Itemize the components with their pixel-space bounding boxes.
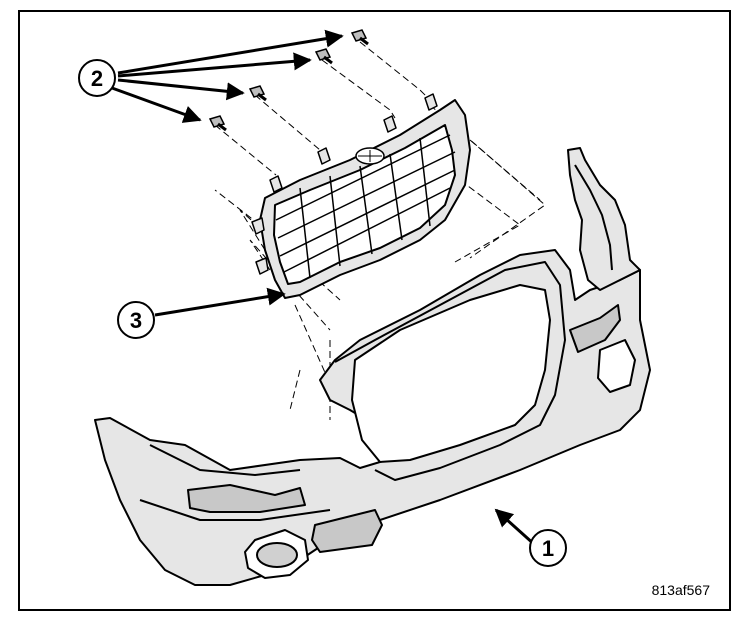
right-lower-vent [569, 304, 621, 353]
callout-3-label: 3 [130, 308, 142, 333]
callout-1: 1 [529, 529, 567, 567]
callout-3: 3 [117, 301, 155, 339]
leader-2-d [111, 86, 202, 123]
left-bumper-insert [187, 484, 306, 513]
leader-3 [154, 287, 286, 317]
leader-lines [111, 29, 537, 547]
callout-2-label: 2 [91, 66, 103, 91]
figure-code: 813af567 [651, 582, 710, 598]
left-lower-vent [311, 509, 383, 553]
right-fog-lamp-opening [597, 339, 636, 393]
screw-icon [208, 115, 227, 132]
callout-1-label: 1 [542, 536, 554, 561]
leader-2-b [117, 52, 312, 78]
screw-icon [314, 48, 333, 65]
screw-icon [248, 85, 267, 102]
grille-mounting-tabs [251, 93, 438, 275]
left-fog-lamp [256, 542, 298, 568]
grille-opening [351, 284, 551, 463]
grille-bars [275, 134, 456, 279]
callout-2: 2 [78, 59, 116, 97]
leader-2-c [117, 78, 245, 101]
grille [251, 93, 471, 299]
grille-screws [208, 29, 369, 132]
front-fascia [94, 147, 651, 586]
leader-1 [494, 508, 537, 547]
screw-icon [350, 29, 369, 46]
leader-2-a [117, 29, 344, 75]
